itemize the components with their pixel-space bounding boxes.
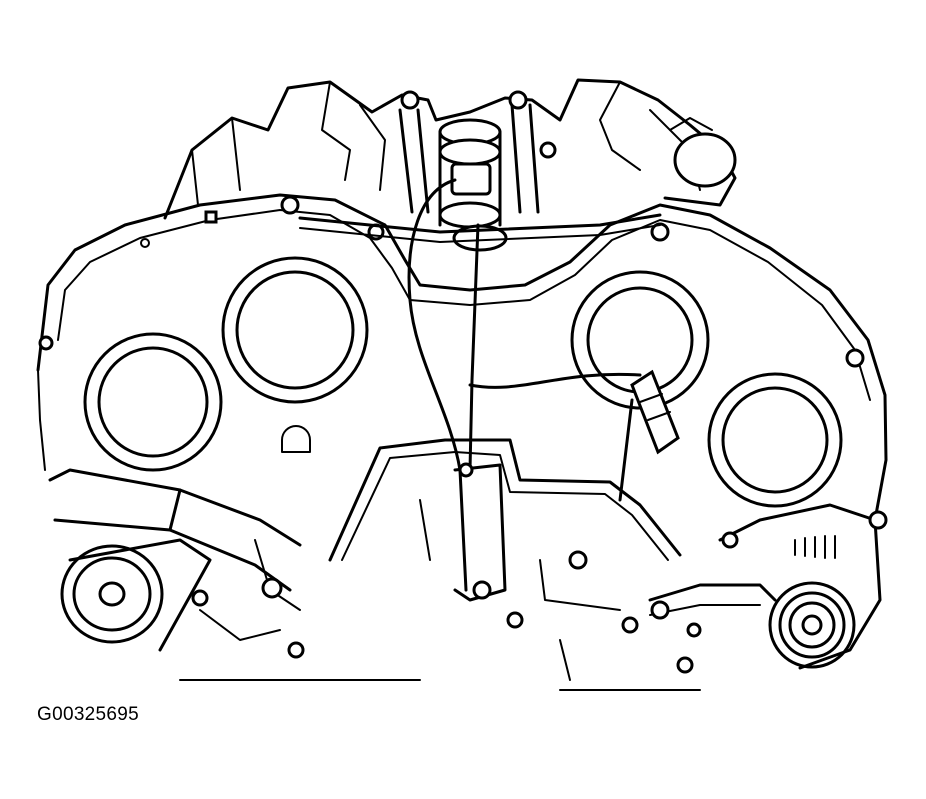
timing-belt-cover [36, 193, 888, 522]
pulley-openings [83, 256, 843, 508]
intake-studs [398, 90, 557, 214]
figure-id: G00325695 [37, 704, 140, 725]
idler-pulley [60, 538, 212, 652]
throttle-body [438, 118, 508, 252]
engine-timing-cover-diagram [36, 78, 888, 691]
intake-manifold [163, 78, 737, 220]
engine-block-base [179, 499, 701, 691]
wiring-harness [298, 178, 682, 592]
sensor-connector [618, 369, 680, 502]
coolant-hose [48, 468, 305, 659]
alternator [648, 503, 888, 674]
lower-bracket [453, 462, 639, 681]
